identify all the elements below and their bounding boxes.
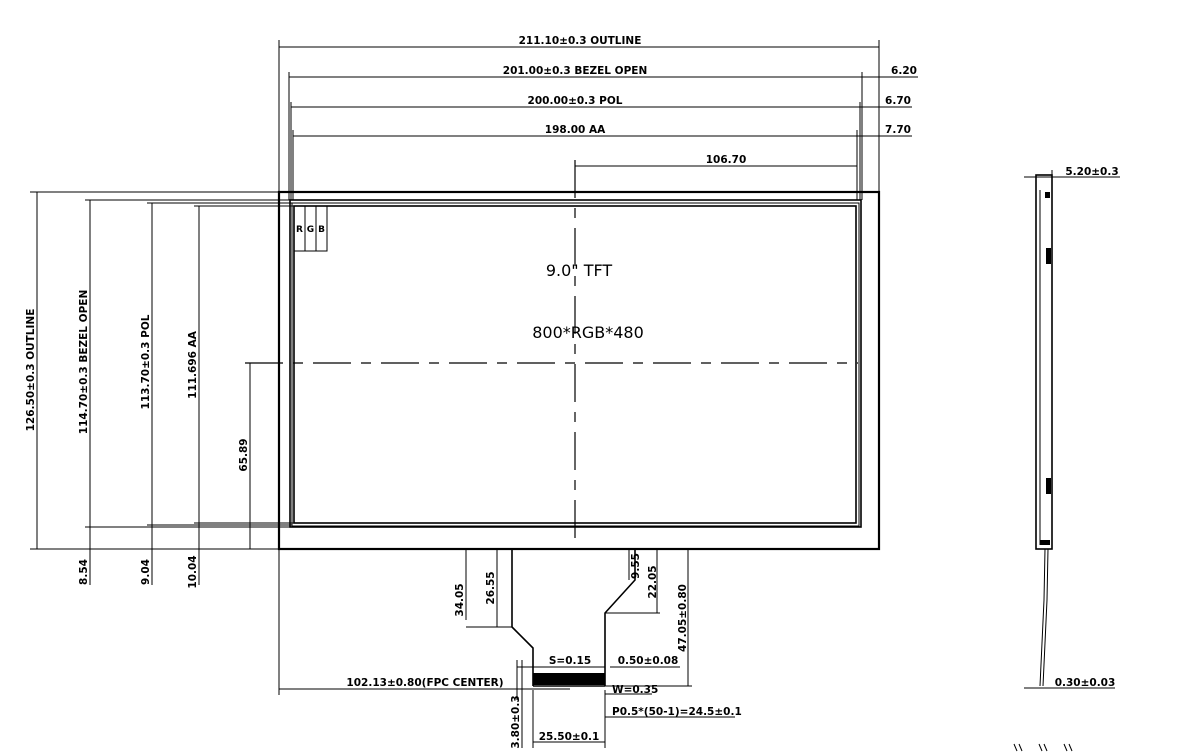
fpc-tail: 34.05 26.55 9.55 22.05 47.05±0.80 S=0.15…	[278, 549, 742, 749]
left-pol-offset: 9.04	[140, 559, 152, 585]
fpc-pitch-formula: P0.5*(50-1)=24.5±0.1	[612, 706, 742, 718]
fpc-pitch-space: S=0.15	[549, 655, 591, 667]
corner-marks	[1013, 743, 1073, 752]
rgb-subpixel-indicator: R G B	[293, 205, 328, 252]
left-aa-offset: 10.04	[187, 555, 199, 588]
fpc-length-upper: 26.55	[485, 571, 497, 604]
side-fpc-thickness-dim: 0.30±0.03	[1055, 677, 1116, 689]
fpc-contact-pads	[533, 673, 605, 685]
fpc-width-dim: 25.50±0.1	[539, 731, 600, 743]
top-aa-offset: 7.70	[885, 124, 911, 136]
left-bezel-dim: 114.70±0.3 BEZEL OPEN	[78, 290, 90, 434]
side-view: 5.20±0.3 0.30±0.03	[1024, 166, 1120, 689]
fpc-length-total: 34.05	[454, 583, 466, 616]
top-aa-dim: 198.00 AA	[545, 124, 606, 136]
left-outline-dim: 126.50±0.3 OUTLINE	[25, 309, 37, 432]
left-center-dim: 65.89	[238, 438, 250, 471]
outline-frame	[277, 190, 881, 551]
fpc-pad-height: 3.80±0.3	[510, 695, 522, 748]
top-bezel-offset: 6.20	[891, 65, 917, 77]
fpc-pitch-pad: 0.50±0.08	[618, 655, 679, 667]
side-profile	[1035, 174, 1053, 550]
fpc-center-dim: 102.13±0.80(FPC CENTER)	[346, 677, 503, 689]
fpc-right-height: 22.05	[647, 565, 659, 598]
fpc-total-height: 47.05±0.80	[677, 584, 689, 652]
rgb-cell-r: R	[296, 225, 303, 235]
top-outline-dim: 211.10±0.3 OUTLINE	[519, 35, 642, 47]
left-dimensions: 126.50±0.3 OUTLINE 114.70±0.3 BEZEL OPEN…	[25, 191, 294, 589]
top-pol-dim: 200.00±0.3 POL	[528, 95, 623, 107]
top-center-dim: 106.70	[706, 154, 747, 166]
left-bezel-offset: 8.54	[78, 559, 90, 585]
top-bezel-dim: 201.00±0.3 BEZEL OPEN	[503, 65, 647, 77]
top-pol-offset: 6.70	[885, 95, 911, 107]
side-thickness-dim: 5.20±0.3	[1065, 166, 1118, 178]
fpc-right-width: 9.55	[630, 553, 642, 579]
rgb-cell-b: B	[318, 225, 325, 235]
panel-resolution-label: 800*RGB*480	[532, 323, 644, 342]
panel-size-label: 9.0" TFT	[546, 261, 613, 280]
fpc-pad-width: W=0.35	[612, 684, 658, 696]
left-aa-dim: 111.696 AA	[187, 330, 199, 399]
top-dimensions: 211.10±0.3 OUTLINE 201.00±0.3 BEZEL OPEN…	[278, 35, 918, 200]
front-view: R G B 9.0" TFT 800*RGB*480	[245, 160, 881, 551]
rgb-cell-g: G	[307, 225, 314, 235]
left-pol-dim: 113.70±0.3 POL	[140, 314, 152, 409]
